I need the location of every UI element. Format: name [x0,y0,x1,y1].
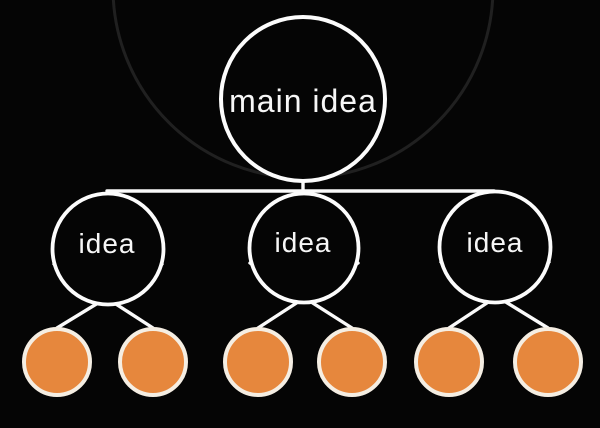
leaf-node-circle-1 [22,327,92,397]
leaf-node-circle-6 [513,327,583,397]
branch-label-1: idea [78,228,136,259]
leaf-node-circle-3 [223,327,293,397]
main-idea-label: main idea [229,83,377,119]
branch-node-circle-1 [50,191,166,307]
main-idea-node-circle [219,15,387,183]
branch-node-circle-3 [437,189,553,305]
leaf-node-circle-4 [317,327,387,397]
branch-node-circle-2 [247,191,361,305]
leaf-node-circle-5 [414,327,484,397]
leaf-node-circle-2 [118,327,188,397]
branch-label-3: idea [466,227,524,258]
branch-label-2: idea [274,227,332,258]
